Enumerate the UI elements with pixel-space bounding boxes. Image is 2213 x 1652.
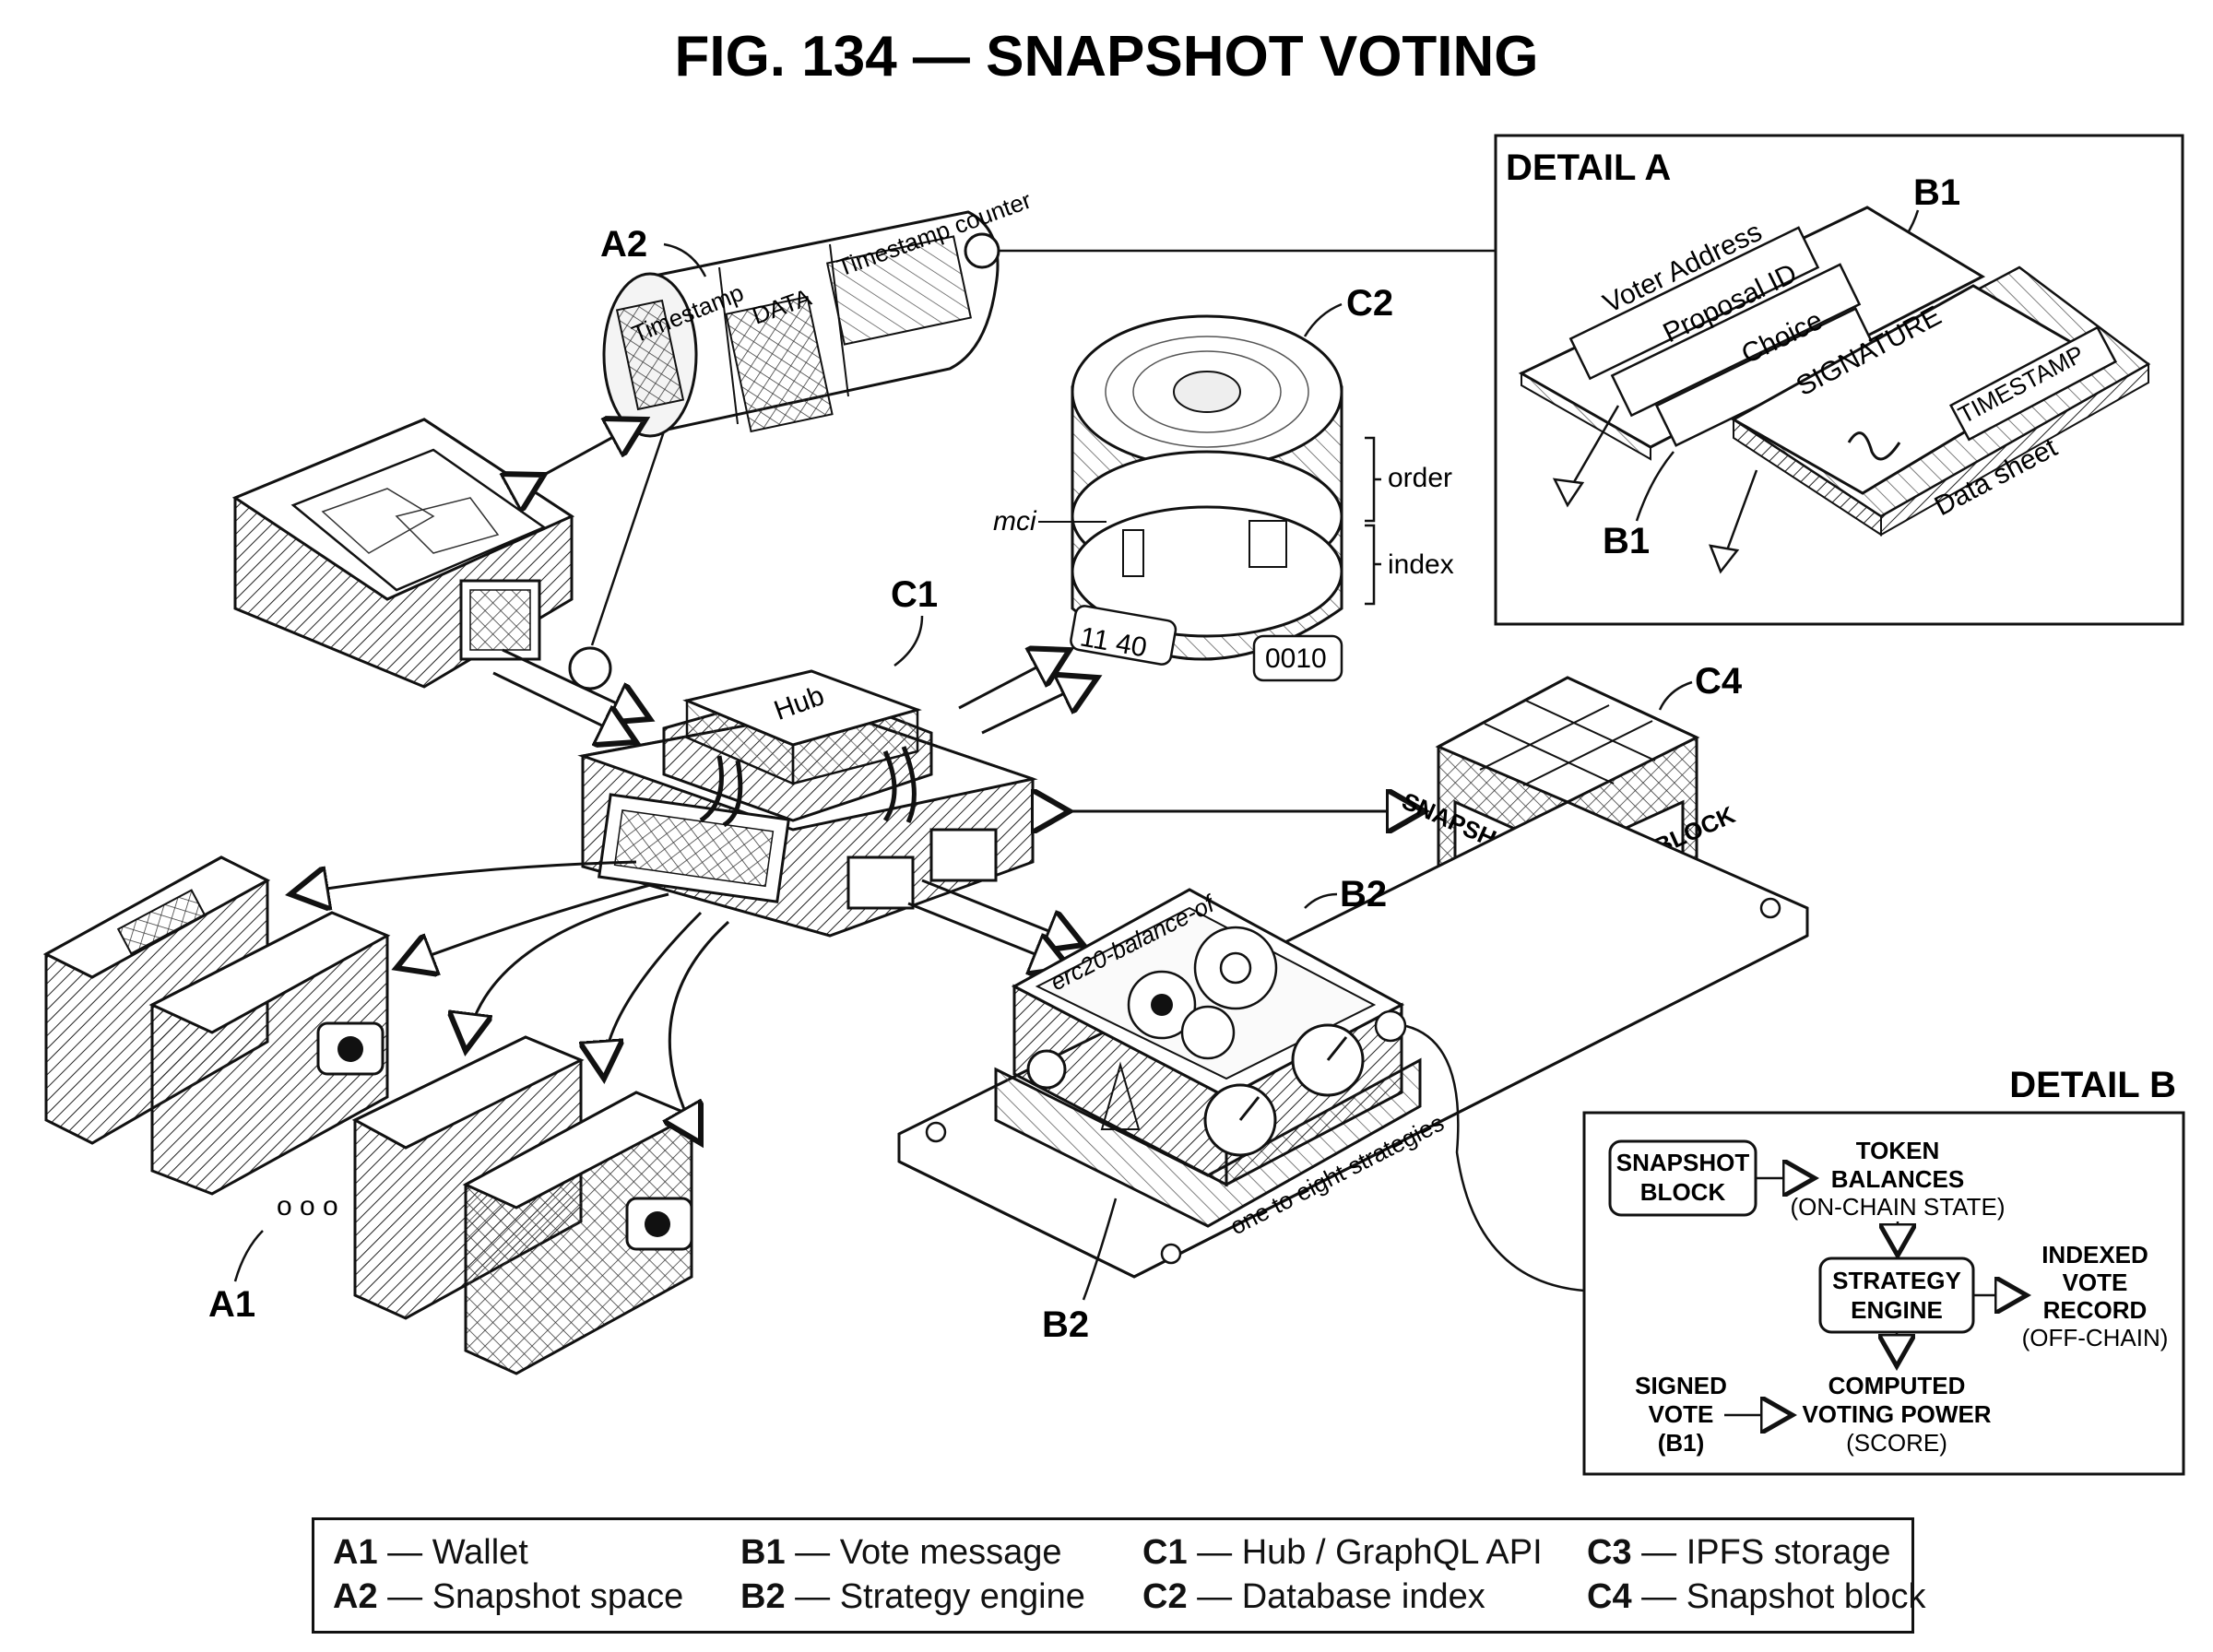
detail-b-snapshot-line1: SNAPSHOT	[1616, 1149, 1750, 1176]
wallet-2	[148, 911, 391, 1196]
wallet-hub-arrow-3	[466, 892, 669, 1051]
detail-b-indexed-line1: INDEXED	[2041, 1241, 2148, 1268]
label-a1: A1	[208, 1284, 255, 1325]
detail-b-panel: DETAIL B SNAPSHOT BLOCK TOKEN BALANCES (…	[1582, 1065, 2185, 1476]
legend-item-c3: C3 — IPFS storage	[1587, 1533, 1891, 1572]
detail-b-indexed-line2: VOTE	[2063, 1268, 2128, 1296]
space-device-arrow	[544, 419, 645, 475]
legend-item-a2: A2 — Snapshot space	[333, 1577, 684, 1616]
c2-database-index: 11 40 0010 order index mci	[993, 314, 1454, 682]
detail-b-title: DETAIL B	[2009, 1065, 2176, 1105]
legend-item-a1: A1 — Wallet	[333, 1533, 528, 1572]
hub-wallet-arrow-2	[396, 883, 651, 968]
c2-mci-label: mci	[993, 506, 1037, 537]
c2-counter-right: 0010	[1265, 643, 1327, 674]
c2-index-label: index	[1388, 549, 1454, 580]
wallet-hub-arrow-4	[604, 911, 703, 1079]
detail-b-score: (SCORE)	[1846, 1429, 1947, 1457]
hub-c2-arrow-2	[981, 678, 1097, 735]
detail-a-b1-bottom: B1	[1603, 521, 1650, 561]
detail-b-computed-line1: COMPUTED	[1828, 1372, 1966, 1399]
detail-b-indexed-line3: RECORD	[2043, 1296, 2148, 1324]
a2-snapshot-space-cylinder: Timestamp DATA Timestamp counter	[602, 186, 1035, 438]
wallet-ellipsis: o o o	[277, 1191, 338, 1221]
hub-b2-arrow-1	[921, 879, 1083, 945]
hub-c2-arrow-1	[958, 650, 1070, 710]
detail-a-title: DETAIL A	[1506, 148, 1671, 188]
space-device	[231, 418, 575, 689]
detail-b-token-line1: TOKEN	[1856, 1137, 1940, 1164]
legend-box: A1 — Wallet A2 — Snapshot space B1 — Vot…	[312, 1517, 1926, 1634]
detail-b-strategy-line1: STRATEGY	[1832, 1267, 1961, 1294]
label-b2-bottom: B2	[1042, 1304, 1089, 1345]
detail-b-signed-line1: SIGNED	[1635, 1372, 1727, 1399]
detail-b-computed-line2: VOTING POWER	[1802, 1400, 1991, 1428]
legend-item-c1: C1 — Hub / GraphQL API	[1142, 1533, 1543, 1572]
a2-connection-node	[568, 646, 612, 690]
detail-a-b1-top: B1	[1913, 172, 1960, 213]
label-a2: A2	[600, 224, 647, 265]
hub-wallet-arrow-1	[290, 860, 637, 894]
detail-a-panel: DETAIL A B1 Voter Address Proposal ID Ch…	[1494, 134, 2184, 626]
detail-b-signed-line3: (B1)	[1658, 1429, 1705, 1457]
detail-b-snapshot-line2: BLOCK	[1640, 1178, 1726, 1206]
wallet-hub-arrow-5	[669, 920, 730, 1143]
hub-b2-arrow-2	[907, 902, 1070, 968]
detail-b-off-chain: (OFF-CHAIN)	[2022, 1324, 2169, 1351]
a2-leader-line	[590, 431, 666, 646]
detail-b-on-chain: (ON-CHAIN STATE)	[1790, 1193, 2005, 1221]
detail-b-signed-line2: VOTE	[1649, 1400, 1714, 1428]
legend-item-b1: B1 — Vote message	[740, 1533, 1062, 1572]
b2-detail-b-callout	[1405, 1024, 1585, 1292]
figure-title: FIG. 134 — SNAPSHOT VOTING	[674, 25, 1538, 88]
c2-order-label: order	[1388, 463, 1452, 493]
c1-hub-graphql-api: Hub	[577, 669, 1038, 938]
detail-b-strategy-line2: ENGINE	[1851, 1296, 1943, 1324]
label-b2-top: B2	[1340, 874, 1387, 914]
legend-item-c4: C4 — Snapshot block	[1587, 1577, 1926, 1616]
label-c1: C1	[891, 574, 938, 615]
detail-b-token-line2: BALANCES	[1831, 1165, 1964, 1193]
legend-item-c2: C2 — Database index	[1142, 1577, 1485, 1616]
a1-wallets: o o o	[42, 856, 695, 1375]
label-c2: C2	[1346, 283, 1393, 324]
space-hub-arrow-2	[492, 671, 636, 742]
legend-item-b2: B2 — Strategy engine	[740, 1577, 1085, 1616]
label-c4: C4	[1695, 661, 1743, 702]
wallet-4	[462, 1091, 695, 1375]
